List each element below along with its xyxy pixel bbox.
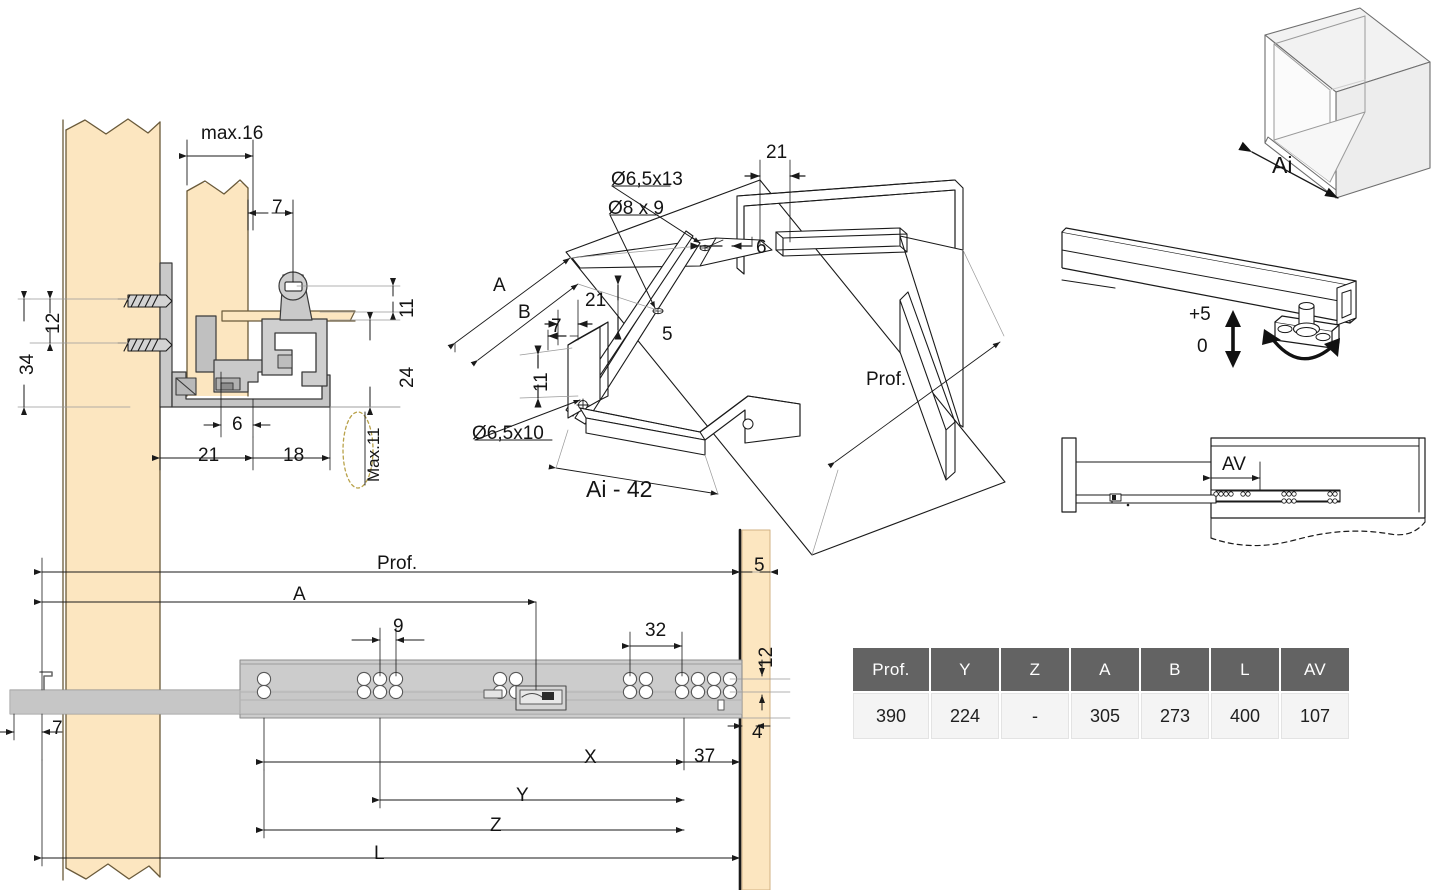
- dim-plan-L: L: [374, 843, 385, 864]
- table-header-prof: Prof.: [853, 648, 929, 691]
- cell-z: -: [1001, 693, 1069, 739]
- dim-max16: max.16: [201, 123, 264, 144]
- dim-section-12: 12: [43, 312, 64, 334]
- dim-plan-Y: Y: [516, 785, 529, 806]
- dim-section-11: 11: [397, 298, 418, 318]
- view-extension: [1061, 437, 1426, 547]
- callout-hole-6510: Ø6,5x10: [472, 423, 544, 444]
- dim-plan-37: 37: [694, 746, 716, 767]
- view-cabinet: [1238, 7, 1431, 199]
- table-header-av: AV: [1281, 648, 1349, 691]
- dim-iso-7: 7: [551, 316, 562, 337]
- dim-iso-ai42: Ai - 42: [586, 476, 653, 502]
- dim-iso-11: 11: [531, 372, 552, 392]
- dim-iso-5: 5: [662, 324, 673, 345]
- dim-section-24: 24: [397, 366, 418, 388]
- view-isometric-drawer: [447, 159, 1006, 556]
- dim-plan-5: 5: [754, 555, 765, 576]
- dim-section-18: 18: [283, 445, 305, 466]
- cell-a: 305: [1071, 693, 1139, 739]
- callout-hole-6513: Ø6,5x13: [611, 169, 683, 190]
- dim-plan-Z: Z: [490, 815, 502, 836]
- cell-b: 273: [1141, 693, 1209, 739]
- dim-cabinet-ai: Ai: [1272, 152, 1293, 178]
- view-plan: [0, 528, 791, 890]
- dimension-table: Prof. Y Z A B L AV 390 224 - 305 273 400…: [851, 646, 1351, 741]
- cell-av: 107: [1281, 693, 1349, 739]
- dim-plan-X: X: [584, 747, 597, 768]
- dim-iso-A: A: [493, 275, 506, 296]
- cell-y: 224: [931, 693, 999, 739]
- dim-adjuster-plus5: +5: [1189, 304, 1211, 325]
- dim-iso-B: B: [518, 302, 531, 323]
- cell-prof: 390: [853, 693, 929, 739]
- table-header-l: L: [1211, 648, 1279, 691]
- dim-plan-4: 4: [752, 722, 763, 743]
- dim-iso-21-left: 21: [585, 290, 607, 311]
- dim-plan-12: 12: [756, 646, 777, 668]
- view-adjuster: [1058, 227, 1357, 368]
- dim-plan-32: 32: [645, 620, 667, 641]
- dim-section-max11: Max.11: [364, 427, 383, 483]
- screw-upper: [117, 294, 173, 308]
- dim-plan-7: 7: [52, 718, 63, 739]
- dim-extension-av: AV: [1222, 454, 1246, 475]
- table-header-row: Prof. Y Z A B L AV: [853, 648, 1349, 691]
- table-row: 390 224 - 305 273 400 107: [853, 693, 1349, 739]
- view-cross-section: [17, 118, 401, 881]
- dim-section-7: 7: [272, 197, 283, 218]
- dim-iso-prof: Prof.: [866, 369, 907, 390]
- dim-section-34: 34: [17, 353, 38, 375]
- dim-plan-9: 9: [393, 616, 404, 637]
- table-header-b: B: [1141, 648, 1209, 691]
- cell-l: 400: [1211, 693, 1279, 739]
- dim-adjuster-zero: 0: [1197, 336, 1208, 357]
- dim-section-21: 21: [198, 445, 220, 466]
- dim-iso-21-top: 21: [766, 142, 788, 163]
- table-header-z: Z: [1001, 648, 1069, 691]
- dim-section-6: 6: [232, 414, 243, 435]
- dim-plan-prof: Prof.: [377, 553, 418, 574]
- table-header-a: A: [1071, 648, 1139, 691]
- dim-iso-6: 6: [756, 237, 767, 258]
- dim-plan-A: A: [293, 584, 306, 605]
- callout-hole-8x9: Ø8 x 9: [608, 198, 664, 219]
- table-header-y: Y: [931, 648, 999, 691]
